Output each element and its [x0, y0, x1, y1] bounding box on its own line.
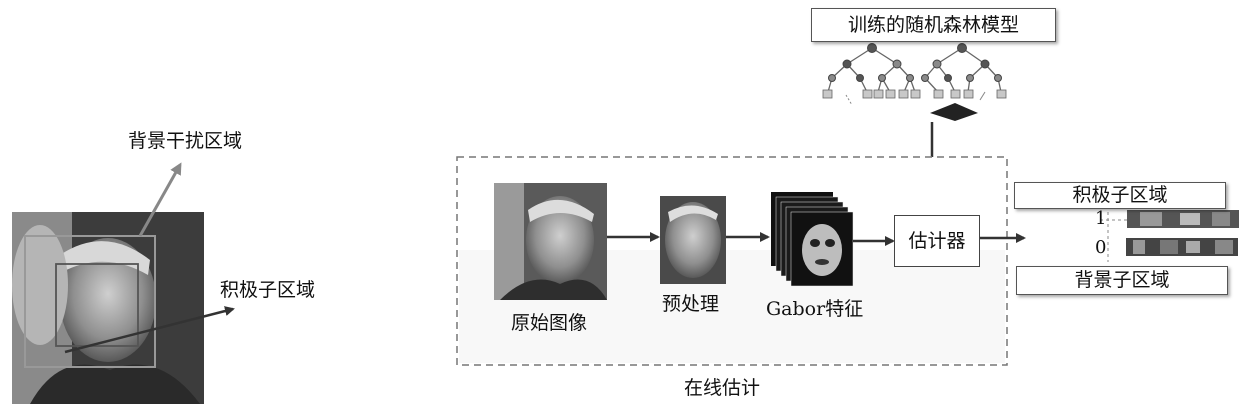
background-output-box: 背景子区域 — [1016, 266, 1228, 295]
positive-output-strip — [1127, 210, 1239, 228]
gabor-feature-stack — [771, 192, 854, 287]
preprocessed-image — [660, 196, 726, 284]
estimator-box: 估计器 — [894, 215, 980, 267]
rf-model-title: 训练的随机森林模型 — [847, 13, 1019, 36]
background-interference-label: 背景干扰区域 — [128, 130, 243, 152]
original-image-label: 原始图像 — [511, 312, 588, 334]
background-region-box — [24, 235, 156, 368]
background-output-label: 背景子区域 — [1074, 269, 1170, 291]
original-image — [494, 183, 607, 300]
background-output-strip — [1126, 238, 1238, 256]
label-zero: 0 — [1095, 237, 1107, 258]
left-face-photo — [12, 212, 204, 404]
tree-nodes — [828, 43, 1002, 82]
label-one: 1 — [1095, 208, 1107, 229]
aggregation-shape — [930, 103, 978, 121]
tree-leaves — [822, 89, 1007, 99]
preprocess-label: 预处理 — [662, 293, 720, 315]
positive-output-label: 积极子区域 — [1072, 184, 1168, 206]
positive-pointer-arrow — [64, 306, 235, 354]
estimator-label: 估计器 — [908, 229, 966, 252]
gabor-feature-label: Gabor特征 — [766, 298, 864, 320]
background-pointer-arrow — [138, 162, 182, 237]
positive-subregion-label: 积极子区域 — [220, 279, 316, 301]
positive-output-box: 积极子区域 — [1014, 182, 1226, 209]
random-forest-tree — [827, 47, 1002, 93]
positive-region-box — [55, 263, 139, 347]
rf-model-title-box: 训练的随机森林模型 — [811, 8, 1056, 42]
online-estimation-caption: 在线估计 — [684, 377, 761, 399]
